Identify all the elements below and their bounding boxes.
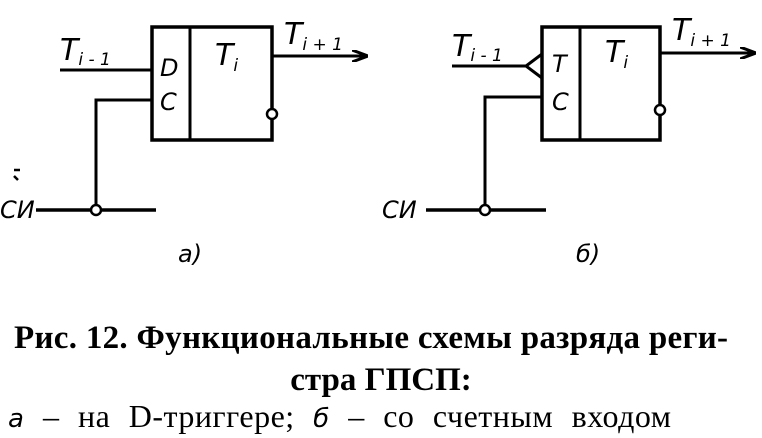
schematic-drawing: Ti - 1 D C Ti Ti + 1 СИ а) Ti - 1 T C Ti… xyxy=(0,13,762,268)
c-input-label-a: C xyxy=(160,88,177,116)
caption-a: а) xyxy=(178,240,202,268)
caption-b: б) xyxy=(576,240,600,268)
desc-b-text: – со счетным входом xyxy=(329,398,672,434)
inverted-output-b xyxy=(653,103,667,117)
input-label-a: Ti - 1 xyxy=(60,33,111,70)
desc-b-letter: б xyxy=(313,404,330,434)
stray-mark xyxy=(13,168,20,181)
output-label-a: Ti + 1 xyxy=(284,17,343,55)
junction-dot-a xyxy=(89,203,103,217)
desc-a-text: – на D-триггере; xyxy=(24,398,314,434)
input-label-b: Ti - 1 xyxy=(452,29,503,66)
block-label-a: Ti xyxy=(215,38,238,76)
junction-dot-b xyxy=(478,203,492,217)
clock-wire-a xyxy=(94,98,152,210)
desc-a-letter: а xyxy=(8,404,25,434)
output-label-b: Ti + 1 xyxy=(672,13,731,51)
d-input-label: D xyxy=(160,54,178,82)
t-input-label: T xyxy=(552,50,569,78)
diagram-a: Ti - 1 D C Ti Ti + 1 СИ а) xyxy=(0,17,366,268)
diagram-b: Ti - 1 T C Ti Ti + 1 СИ б) xyxy=(382,13,754,268)
c-input-label-b: C xyxy=(552,88,569,116)
block-label-b: Ti xyxy=(605,35,628,73)
caption-title-line2: стра ГПСП: xyxy=(290,362,472,398)
flipflop-block-b xyxy=(540,25,662,142)
clock-wire-b xyxy=(483,95,542,210)
dynamic-input-triangle xyxy=(523,52,543,80)
caption-description: а – на D-триггере; б – со счетным входом xyxy=(8,398,672,435)
clock-label-b: СИ xyxy=(382,196,417,224)
caption-title-line1: Рис. 12. Функциональные схемы разряда ре… xyxy=(14,320,729,356)
flipflop-block-a xyxy=(150,25,274,142)
clock-label-a: СИ xyxy=(0,196,35,224)
inverted-output-a xyxy=(265,107,279,121)
